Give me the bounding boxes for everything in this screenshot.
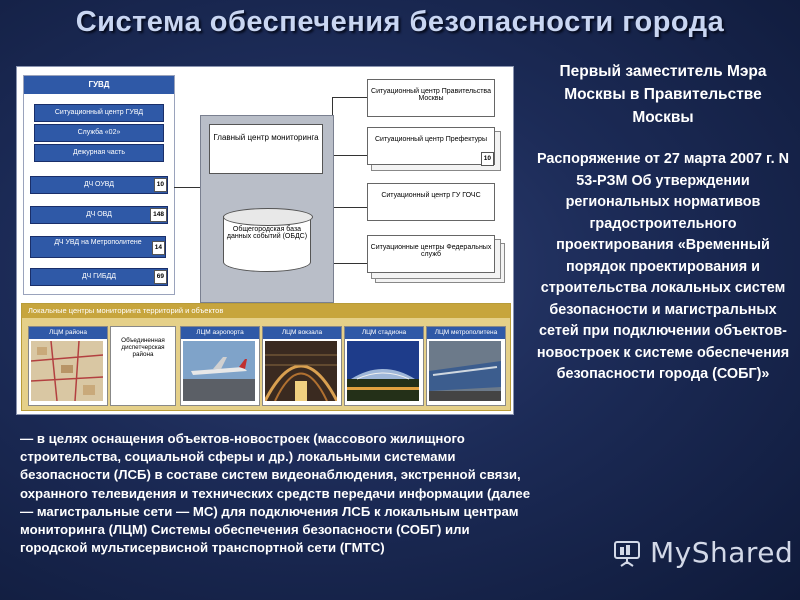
database-cylinder: Общегородская база данных событий (ОБДС) — [223, 208, 313, 280]
situation-center: Ситуационный центр Правительства Москвы — [367, 79, 495, 117]
airport-image — [183, 341, 255, 401]
right-text-block: Первый заместитель Мэра Москвы в Правите… — [536, 60, 790, 386]
dch-label: ДЧ УВД на Метрополитене — [54, 239, 142, 246]
dch-label: ДЧ ОУВД — [83, 181, 115, 188]
logo-text: MyShared — [650, 536, 794, 569]
situation-center-label: Ситуационный центр Префектуры — [375, 136, 487, 143]
dch-count: 10 — [153, 178, 167, 192]
dch-box: ДЧ ОВД 148 — [30, 206, 168, 224]
dch-count: 148 — [150, 208, 167, 222]
dch-count: 69 — [153, 270, 167, 284]
slide-title: Система обеспечения безопасности города — [75, 6, 725, 38]
dch-box: ДЧ ОУВД 10 — [30, 176, 168, 194]
local-center: ЛЦМ стадиона — [344, 326, 424, 406]
myshared-logo: MyShared — [612, 534, 794, 576]
situation-center: Ситуационные центры Федеральных служб — [367, 235, 495, 273]
dch-label: ДЧ ОВД — [86, 211, 112, 218]
description-text: — в целях оснащения объектов-новостроек … — [20, 431, 531, 556]
metro-image — [429, 341, 501, 401]
local-center-label: ЛЦМ района — [29, 327, 107, 339]
guvd-panel: ГУВД Ситуационный центр ГУВД Служба «02»… — [23, 75, 175, 295]
district-map-image — [31, 341, 103, 401]
local-centers-header: Локальные центры мониторинга территорий … — [22, 304, 510, 318]
local-center-label: ЛЦМ стадиона — [345, 327, 423, 339]
guvd-item: Служба «02» — [34, 124, 164, 142]
guvd-header: ГУВД — [24, 76, 174, 94]
presentation-icon — [614, 541, 640, 567]
stadium-image — [347, 341, 419, 401]
local-center: ЛЦМ аэропорта — [180, 326, 260, 406]
dch-count: 14 — [151, 241, 165, 255]
guvd-item: Дежурная часть — [34, 144, 164, 162]
local-center: ЛЦМ района — [28, 326, 108, 406]
decree-text: Распоряжение от 27 марта 2007 г. N 53-РЗ… — [536, 151, 790, 382]
local-center-label: ЛЦМ вокзала — [263, 327, 341, 339]
dch-label: ДЧ ГИБДД — [81, 273, 116, 280]
dispatch-label: Объединенная диспетчерская района — [121, 337, 165, 358]
railway-station-image — [265, 341, 337, 401]
situation-center: Ситуационный центр Префектуры 10 — [367, 127, 495, 166]
main-center-label: Главный центр мониторинга — [209, 124, 323, 174]
local-centers-strip: Локальные центры мониторинга территорий … — [21, 303, 511, 411]
dch-box: ДЧ ГИБДД 69 — [30, 268, 168, 286]
situation-count: 10 — [480, 152, 494, 166]
guvd-item: Ситуационный центр ГУВД — [34, 104, 164, 122]
situation-center-label: Ситуационные центры Федеральных служб — [370, 244, 492, 258]
local-center-label: ЛЦМ метрополитена — [427, 327, 505, 339]
dch-box: ДЧ УВД на Метрополитене 14 — [30, 236, 166, 258]
security-system-diagram: ГУВД Ситуационный центр ГУВД Служба «02»… — [16, 66, 514, 415]
local-center-dispatch: Объединенная диспетчерская района — [110, 326, 176, 406]
situation-center: Ситуационный центр ГУ ГОЧС — [367, 183, 495, 221]
official-title: Первый заместитель Мэра Москвы в Правите… — [559, 63, 767, 126]
local-center-label: ЛЦМ аэропорта — [181, 327, 259, 339]
local-center: ЛЦМ метрополитена — [426, 326, 506, 406]
situation-center-label: Ситуационный центр Правительства Москвы — [371, 88, 491, 102]
local-center: ЛЦМ вокзала — [262, 326, 342, 406]
situation-center-label: Ситуационный центр ГУ ГОЧС — [381, 192, 481, 199]
main-monitoring-center: Главный центр мониторинга Общегородская … — [200, 115, 334, 303]
